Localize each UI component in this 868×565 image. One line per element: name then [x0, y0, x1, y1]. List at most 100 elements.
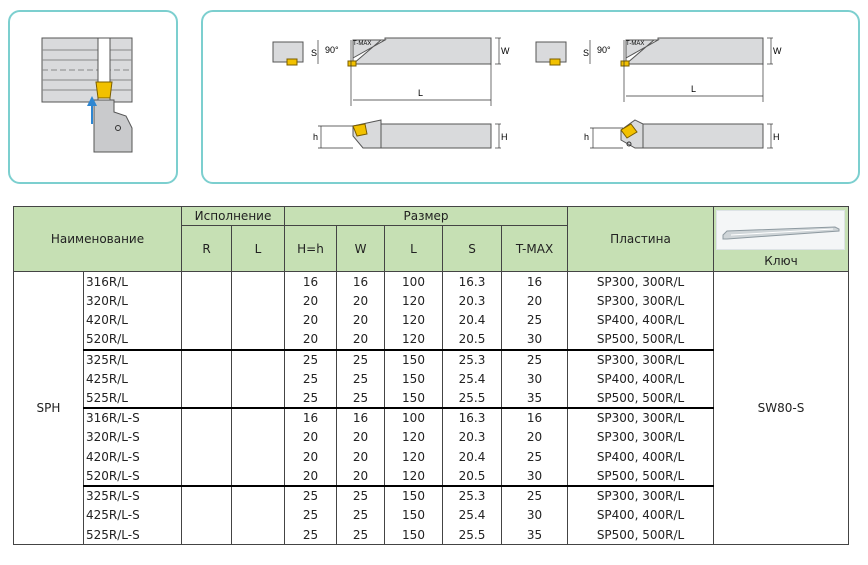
key-wrench-icon [722, 226, 840, 240]
dimension-drawings-panel: S 90° T-MAX W L h H [201, 10, 860, 184]
cell-s: 20.4 [442, 310, 502, 330]
cell-hh: 25 [284, 505, 337, 525]
cell-insert: SP500, 500R/L [567, 388, 714, 408]
cell-tmax: 25 [501, 447, 568, 467]
cell-hh: 20 [284, 291, 337, 311]
cell-insert: SP400, 400R/L [567, 505, 714, 525]
insert [95, 81, 113, 99]
header-key: Ключ [713, 206, 849, 272]
top-view-right: S 90° T-MAX W L [535, 37, 782, 102]
cell-hh: 25 [284, 525, 337, 545]
table-row: 325R/L-S 25 25 150 25.3 25 SP300, 300R/L [14, 485, 849, 545]
cell-s: 25.5 [442, 525, 502, 545]
cell-insert: SP400, 400R/L [567, 310, 714, 330]
cell-w: 20 [336, 310, 385, 330]
key-label: Ключ [764, 254, 798, 268]
dim-label-angle: 90° [325, 45, 339, 55]
dim-label-angle-2: 90° [597, 45, 611, 55]
table-row: 520R/L 20 20 120 20.5 30 SP500, 500R/L [14, 330, 849, 350]
cell-tmax: 25 [501, 348, 568, 369]
dim-label-w-2: W [773, 46, 782, 56]
header-r: R [181, 225, 232, 272]
cell-s: 25.4 [442, 369, 502, 389]
cell-hh: 25 [284, 348, 337, 369]
dim-label-tmax: T-MAX [353, 41, 371, 47]
dim-label-h-small: h [313, 132, 318, 142]
cell-tmax: 16 [501, 271, 568, 291]
exec-r-cell [181, 407, 232, 487]
header-insert: Пластина [567, 206, 714, 272]
exec-r-cell [181, 485, 232, 545]
cell-w: 20 [336, 291, 385, 311]
cell-hh: 25 [284, 388, 337, 408]
cell-w: 25 [336, 348, 385, 369]
cell-w: 25 [336, 505, 385, 525]
header-s: S [442, 225, 502, 272]
cell-hh: 20 [284, 310, 337, 330]
header-w: W [336, 225, 385, 272]
header-name: Наименование [13, 206, 182, 272]
cell-s: 25.3 [442, 485, 502, 506]
series-cell: SPH [13, 271, 84, 545]
table-row: SPH 316R/L 16 16 100 16.3 16 SP300, 300R… [13, 271, 849, 545]
cell-insert: SP300, 300R/L [567, 348, 714, 369]
cell-tmax: 25 [501, 310, 568, 330]
model-name: 320R/L [83, 291, 182, 311]
key-wrench-image [716, 210, 845, 250]
exec-l-cell [231, 271, 285, 350]
cell-l: 150 [384, 485, 443, 506]
cell-hh: 25 [284, 369, 337, 389]
cell-insert: SP300, 300R/L [567, 485, 714, 506]
dim-label-s-2: S [583, 48, 589, 58]
cell-tmax: 35 [501, 525, 568, 545]
key-value-cell: SW80-S [713, 271, 849, 545]
cell-hh: 20 [284, 466, 337, 486]
cell-w: 25 [336, 369, 385, 389]
cell-s: 16.3 [442, 271, 502, 291]
model-name: 520R/L [83, 330, 182, 350]
cell-hh: 16 [284, 407, 337, 428]
cell-w: 20 [336, 447, 385, 467]
cell-s: 20.3 [442, 291, 502, 311]
model-name: 316R/L [83, 271, 182, 291]
model-name: 525R/L [83, 388, 182, 408]
dim-label-h: H [501, 132, 508, 142]
dimension-drawings: S 90° T-MAX W L h H [272, 37, 782, 149]
cell-s: 25.4 [442, 505, 502, 525]
cell-l: 100 [384, 271, 443, 291]
cell-w: 20 [336, 427, 385, 447]
side-view-left: h H [313, 119, 508, 149]
cell-w: 16 [336, 271, 385, 291]
cell-w: 20 [336, 466, 385, 486]
cell-tmax: 30 [501, 505, 568, 525]
exec-r-cell [181, 271, 232, 350]
cell-l: 120 [384, 291, 443, 311]
model-name: 525R/L-S [83, 525, 182, 545]
cell-l: 120 [384, 330, 443, 350]
cell-insert: SP400, 400R/L [567, 447, 714, 467]
dim-label-h-small-2: h [584, 132, 589, 142]
header-tmax: T-MAX [501, 225, 568, 272]
cell-hh: 20 [284, 427, 337, 447]
side-view-right: h H [584, 119, 780, 149]
table-row: 525R/L 25 25 150 25.5 35 SP500, 500R/L [14, 388, 849, 408]
cell-s: 20.5 [442, 466, 502, 486]
exec-r-cell [181, 348, 232, 409]
model-name: 325R/L [83, 348, 182, 369]
cell-insert: SP400, 400R/L [567, 369, 714, 389]
cell-w: 25 [336, 485, 385, 506]
usage-illustration [41, 37, 133, 153]
cell-w: 20 [336, 330, 385, 350]
cell-insert: SP500, 500R/L [567, 525, 714, 545]
table-row: 425R/L-S 25 25 150 25.4 30 SP400, 400R/L [14, 505, 849, 525]
tool-blade [93, 99, 133, 153]
table-row: 425R/L 25 25 150 25.4 30 SP400, 400R/L [14, 369, 849, 389]
cell-l: 100 [384, 407, 443, 428]
table-row: 420R/L-S 20 20 120 20.4 25 SP400, 400R/L [14, 447, 849, 467]
top-view-left: S 90° T-MAX W L [272, 37, 510, 106]
cell-w: 25 [336, 525, 385, 545]
exec-l-cell [231, 348, 285, 409]
model-name: 520R/L-S [83, 466, 182, 486]
cell-hh: 20 [284, 447, 337, 467]
table-row: 325R/L 25 25 150 25.3 25 SP300, 300R/L [14, 348, 849, 409]
